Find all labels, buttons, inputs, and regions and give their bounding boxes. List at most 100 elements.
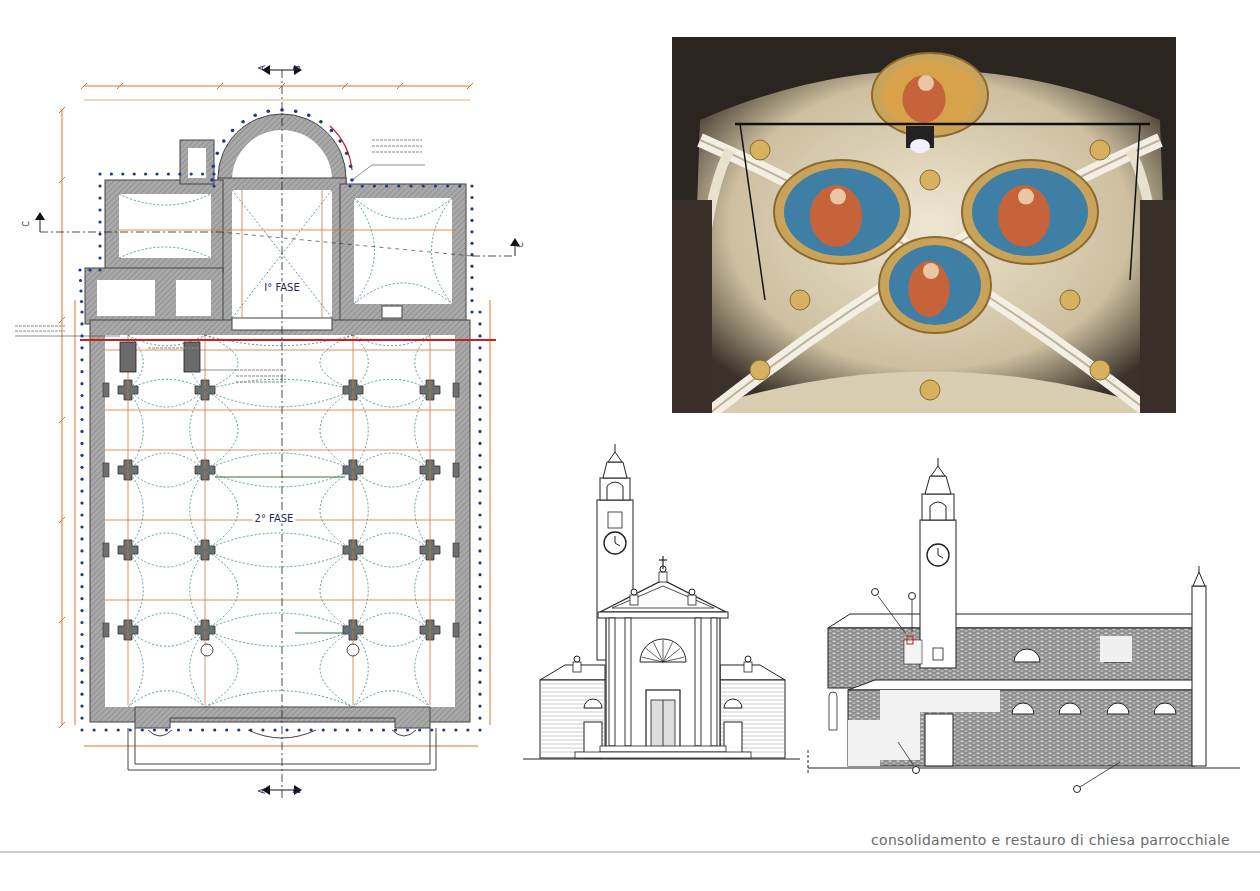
survey-dot	[373, 184, 376, 187]
survey-dot	[478, 693, 481, 696]
vault-projection	[205, 335, 353, 390]
survey-dot	[346, 728, 349, 731]
section-letter: B	[294, 65, 303, 71]
pediment-inner	[612, 586, 714, 608]
central-body	[606, 612, 720, 758]
rosette	[1090, 140, 1110, 160]
section-line	[40, 220, 41, 232]
aisle-roof	[848, 680, 1195, 690]
survey-dot	[478, 334, 481, 337]
survey-dot	[201, 728, 204, 731]
phase-label: I° FASE	[262, 282, 301, 293]
wing-wall	[540, 680, 605, 758]
tower-cross	[615, 444, 616, 452]
medallion-frame	[962, 160, 1098, 264]
section-letter: C	[23, 221, 32, 227]
clock-hand	[615, 536, 616, 543]
side-wall	[1140, 200, 1176, 413]
survey-dot	[361, 184, 364, 187]
note-scribble	[236, 381, 286, 382]
dimension-tick	[59, 722, 65, 728]
aisle-lunette	[1107, 703, 1129, 714]
vault-projection	[128, 390, 205, 470]
painted-head	[918, 75, 934, 91]
note-scribble	[236, 369, 286, 370]
survey-dot	[348, 184, 351, 187]
survey-dot	[334, 728, 337, 731]
tower-cross	[938, 458, 939, 466]
cornice	[598, 612, 728, 618]
survey-dot	[80, 406, 83, 409]
survey-dot	[98, 220, 101, 223]
survey-dot	[478, 633, 481, 636]
vault-projection	[205, 550, 353, 630]
dimension-line	[75, 300, 76, 725]
leader-dot	[909, 593, 916, 600]
rosette	[750, 140, 770, 160]
dimension-tick	[59, 177, 65, 183]
tie-rod	[119, 230, 455, 231]
facade-elevation	[523, 444, 800, 759]
survey-dot	[385, 184, 388, 187]
wall-pilaster	[103, 623, 109, 637]
survey-dot	[470, 310, 473, 313]
survey-dot	[80, 609, 83, 612]
survey-dot	[80, 418, 83, 421]
roof	[828, 614, 1195, 628]
medallion	[889, 245, 981, 325]
survey-dot	[478, 310, 481, 313]
survey-dot	[478, 358, 481, 361]
survey-dot	[237, 728, 240, 731]
survey-dot	[80, 513, 83, 516]
note-scribble	[15, 325, 65, 326]
survey-dot	[189, 728, 192, 731]
dimension-tick	[59, 417, 65, 423]
note-scribble	[148, 347, 198, 348]
survey-dot	[478, 322, 481, 325]
leader-dot	[1074, 786, 1081, 793]
pilaster	[625, 618, 631, 746]
survey-dot	[470, 288, 473, 291]
section-letter: B	[294, 788, 303, 794]
chapel-interior	[354, 198, 452, 304]
tower-cap	[608, 452, 622, 462]
survey-dot	[478, 657, 481, 660]
survey-dot	[478, 382, 481, 385]
green-line	[215, 476, 345, 477]
brick-course	[721, 692, 784, 693]
section-arrow	[294, 65, 302, 75]
vault-projection	[205, 630, 353, 707]
vault-projection	[353, 630, 430, 707]
lamp-light	[910, 139, 930, 153]
survey-dot	[98, 196, 101, 199]
survey-dot	[80, 490, 83, 493]
survey-dot	[466, 728, 469, 731]
footer-rule	[0, 851, 1260, 852]
survey-dot	[470, 184, 473, 187]
rosette	[790, 290, 810, 310]
dimension-tick	[59, 517, 65, 523]
survey-dot	[478, 585, 481, 588]
section-arrow	[35, 212, 45, 220]
survey-dot	[80, 728, 83, 731]
altar-step	[382, 306, 402, 318]
survey-dot	[213, 728, 216, 731]
side-elevation	[808, 458, 1240, 793]
brick-course	[541, 688, 604, 689]
survey-dot	[80, 382, 83, 385]
vault-rib	[710, 140, 1160, 413]
upper-nave-wall	[828, 628, 1195, 688]
survey-dot	[253, 114, 257, 118]
survey-dot	[178, 172, 181, 175]
rosette	[920, 170, 940, 190]
statue-top	[574, 656, 580, 662]
survey-dot	[212, 165, 216, 169]
vault-rib	[710, 140, 1160, 413]
brick-course	[721, 684, 784, 685]
survey-dot	[212, 184, 215, 187]
survey-dot	[79, 289, 82, 292]
survey-dot	[165, 728, 168, 731]
structural-line	[322, 190, 323, 318]
dimension-tick	[467, 83, 473, 89]
annex-wall	[85, 268, 223, 324]
